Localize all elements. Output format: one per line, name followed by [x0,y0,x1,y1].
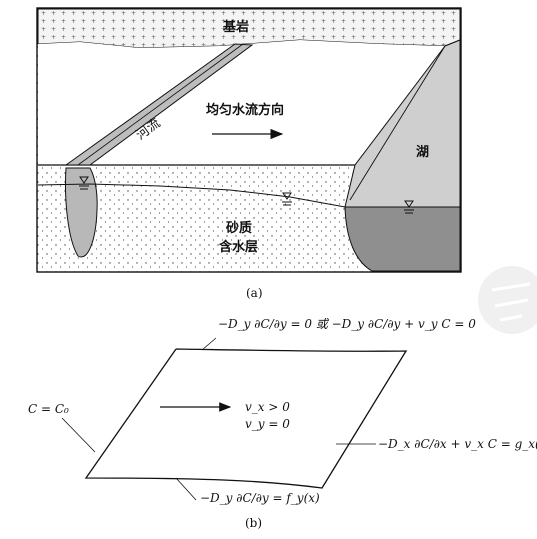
river-plume [65,167,98,258]
aquifer-label-line1: 砂质 [225,220,252,236]
bedrock-label: 基岩 [222,19,249,35]
lake-body [344,206,461,272]
flow-direction-label: 均匀水流方向 [206,102,284,118]
left-boundary-condition: C = C₀ [28,402,69,416]
ground-surface [38,40,445,165]
right-boundary-condition: −D_x ∂C/∂x + v_x C = g_x(y) [378,437,537,451]
lake-label: 湖 [416,145,429,160]
bottom-boundary-condition: −D_y ∂C/∂y = f_y(x) [200,491,320,505]
water-table-symbol-river [79,176,89,190]
water-table-symbol-lake [404,200,414,214]
domain-parallelogram [84,348,408,489]
figure-b-caption: (b) [245,516,262,530]
figure-a: 基岩 河流 均匀水流方向 湖 砂质 含水层 (a) [36,7,462,300]
bottom-boundary-leader [175,477,197,501]
river-channel [64,43,254,166]
aquifer-label-line2: 含水层 [218,239,258,255]
water-table-line [37,183,460,208]
figure-a-caption: (a) [246,286,263,300]
watermark-decoration [478,266,537,334]
top-boundary-leader [201,337,217,351]
velocity-y-label: v_y = 0 [245,417,290,431]
left-boundary-leader [61,417,96,453]
top-boundary-condition: −D_y ∂C/∂y = 0 或 −D_y ∂C/∂y + v_y C = 0 [218,317,476,331]
water-table-symbol-aquifer [282,192,292,206]
velocity-x-label: v_x > 0 [245,400,290,414]
figure-b: −D_y ∂C/∂y = 0 或 −D_y ∂C/∂y + v_y C = 0 … [28,317,537,530]
